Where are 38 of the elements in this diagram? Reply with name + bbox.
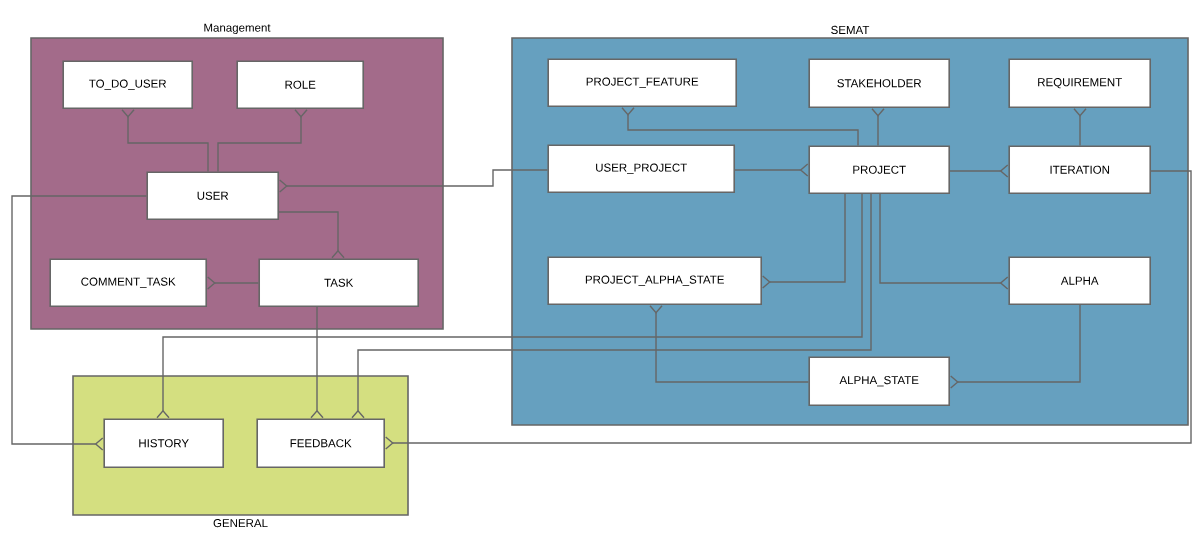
relationship-line [949, 164, 1009, 178]
entity-box: ALPHA_STATE [808, 356, 950, 406]
entity-box: HISTORY [103, 418, 224, 468]
entity-box: TASK [258, 258, 419, 307]
entity-box: USER [146, 171, 279, 220]
node-label: SEMAT [831, 25, 870, 34]
entity-box: COMMENT_TASK [49, 258, 207, 307]
relationship-line [950, 304, 1081, 389]
entity-box: STAKEHOLDER [808, 58, 950, 108]
relationship-line [871, 108, 885, 147]
entity-box: PROJECT_FEATURE [547, 58, 737, 107]
relationship-line [217, 109, 308, 173]
entity-box: TO_DO_USER [62, 60, 193, 109]
relationship-line [11, 195, 148, 451]
relationship-line [156, 193, 863, 419]
entity-box: USER_PROJECT [547, 144, 735, 193]
relationship-line [310, 306, 324, 419]
relationship-line [649, 305, 810, 383]
entity-box: FEEDBACK [256, 418, 385, 468]
relationship-line [621, 107, 859, 147]
relationship-line [762, 193, 846, 289]
relationship-line [1073, 108, 1087, 147]
node-label: GENERAL [213, 519, 268, 528]
relationship-line [121, 109, 209, 173]
entity-box: REQUIREMENT [1008, 58, 1151, 108]
relationship-line [879, 193, 1009, 290]
entity-box: ITERATION [1008, 145, 1151, 194]
node-label: Management [204, 23, 271, 34]
relationship-line [351, 193, 872, 419]
relationship-line [279, 169, 549, 193]
relationship-line [207, 276, 260, 290]
entity-box: PROJECT [808, 145, 950, 194]
relationship-line [385, 170, 1192, 450]
relationship-line [734, 163, 809, 177]
entity-box: ROLE [236, 60, 364, 109]
entity-box: PROJECT_ALPHA_STATE [547, 256, 762, 305]
entity-box: ALPHA [1008, 256, 1151, 305]
relationship-line [278, 211, 345, 259]
